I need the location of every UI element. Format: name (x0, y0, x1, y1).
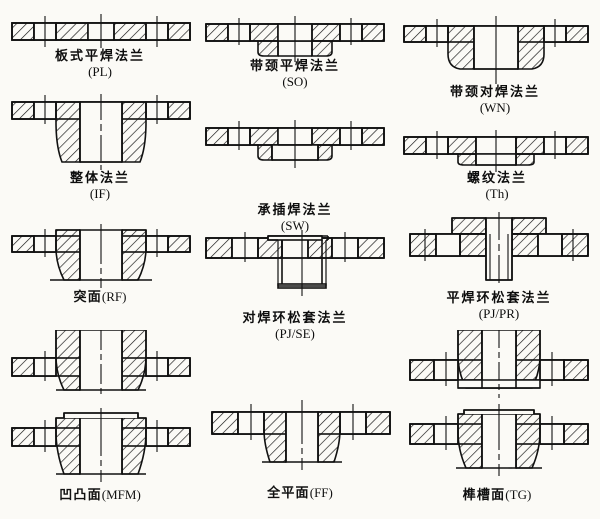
caption-so-cn: 带颈平焊法兰 (249, 59, 340, 74)
caption-ff-cn: 全平面 (267, 486, 310, 501)
figure-ff (206, 400, 396, 478)
caption-sw-code: (SW) (280, 217, 310, 233)
figure-pjse (200, 228, 390, 298)
caption-wn-code: (WN) (479, 99, 511, 115)
caption-mfm-code: (MFM) (101, 487, 141, 502)
figure-mfm (6, 408, 196, 486)
caption-ff-code: (FF) (309, 485, 333, 500)
caption-wn-cn: 带颈对焊法兰 (449, 85, 540, 100)
caption-if-cn: 整体法兰 (69, 171, 130, 186)
caption-pl-code: (PL) (88, 63, 112, 79)
caption-tg: 榫槽面(TG) (432, 487, 562, 504)
caption-so-code: (SO) (282, 73, 308, 89)
caption-th: 螺纹法兰 (Th) (437, 171, 557, 201)
caption-if-code: (IF) (89, 185, 111, 201)
figure-pjpr (404, 210, 594, 288)
figure-tg-upper (404, 330, 594, 400)
caption-th-cn: 螺纹法兰 (466, 171, 527, 186)
caption-rf-code: (RF) (101, 289, 127, 304)
figure-th (398, 128, 594, 173)
caption-pjpr-code: (PJ/PR) (478, 305, 520, 321)
figure-mfm-upper (6, 330, 196, 398)
caption-rf-cn: 突面 (73, 290, 102, 305)
caption-rf: 突面(RF) (40, 289, 160, 306)
figure-tg (404, 404, 594, 480)
figure-wn (398, 14, 594, 88)
caption-pjse-cn: 对焊环松套法兰 (242, 311, 348, 326)
figure-rf (6, 222, 196, 290)
caption-pl-cn: 板式平焊法兰 (54, 49, 145, 64)
caption-pjse: 对焊环松套法兰 (PJ/SE) (225, 311, 365, 341)
caption-th-code: (Th) (485, 185, 509, 201)
caption-tg-code: (TG) (505, 487, 532, 502)
caption-pjpr-cn: 平焊环松套法兰 (446, 291, 552, 306)
figure-if (6, 92, 196, 172)
caption-sw: 承插焊法兰 (SW) (225, 203, 365, 233)
caption-pl: 板式平焊法兰 (PL) (30, 49, 170, 79)
figure-pl (6, 14, 196, 48)
caption-ff: 全平面(FF) (240, 485, 360, 502)
caption-pjse-code: (PJ/SE) (275, 325, 315, 341)
caption-pjpr: 平焊环松套法兰 (PJ/PR) (429, 291, 569, 321)
caption-wn: 带颈对焊法兰 (WN) (425, 85, 565, 115)
caption-sw-cn: 承插焊法兰 (257, 203, 333, 218)
caption-mfm-cn: 凹凸面 (59, 488, 102, 503)
caption-tg-cn: 榫槽面 (462, 488, 506, 503)
caption-if: 整体法兰 (IF) (30, 171, 170, 201)
caption-mfm: 凹凸面(MFM) (30, 487, 170, 504)
figure-so (200, 14, 390, 62)
caption-so: 带颈平焊法兰 (SO) (225, 59, 365, 89)
figure-sw (200, 118, 390, 170)
